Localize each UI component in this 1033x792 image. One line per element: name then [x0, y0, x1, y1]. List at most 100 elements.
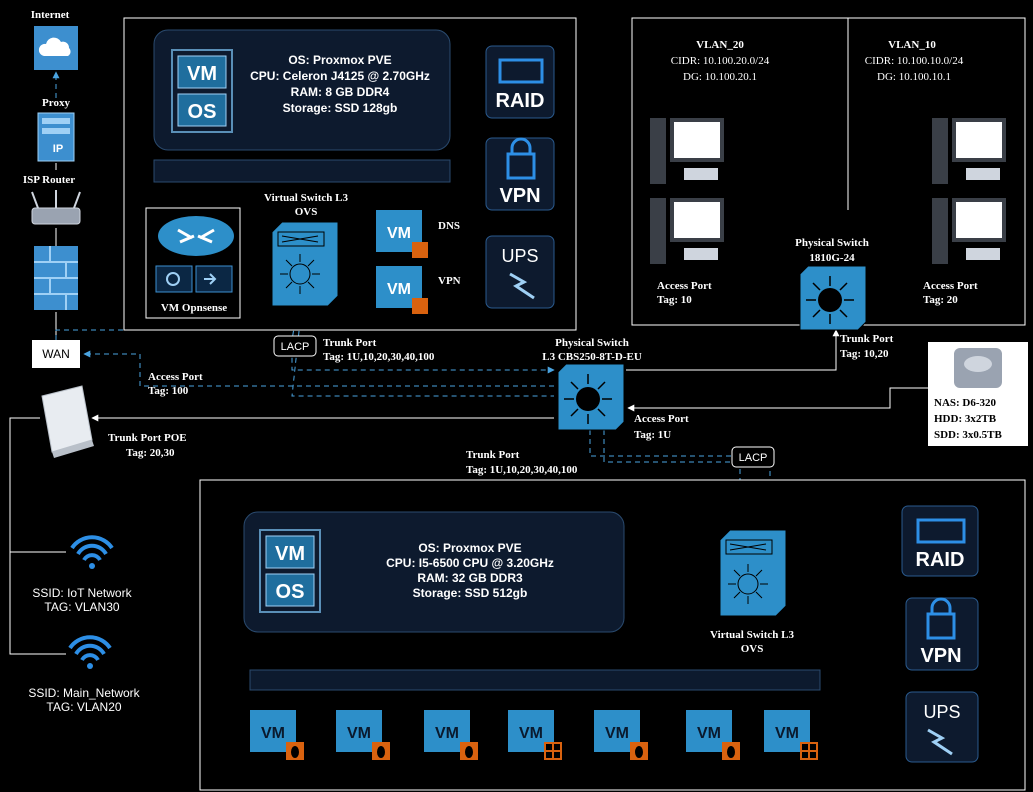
svg-text:OS: OS [188, 101, 217, 123]
svg-text:OS: OS [276, 581, 305, 603]
access100-title: Access Port [148, 371, 203, 383]
core-switch-title: Physical Switch [555, 337, 629, 349]
poe-tag: Tag: 20,30 [126, 447, 175, 459]
router-icon [31, 190, 81, 225]
host1-cpu: CPU: Celeron J4125 @ 2.70GHz [250, 69, 430, 83]
nas-hdd: HDD: 3x2TB [934, 413, 997, 425]
trunk2-tag: Tag: 1U,10,20,30,40,100 [466, 464, 578, 476]
nas-model: NAS: D6-320 [934, 397, 997, 409]
vlan20-dg: DG: 10.100.20.1 [683, 71, 757, 83]
trunk1-title: Trunk Port [323, 337, 377, 349]
vm-icon: VM [764, 710, 818, 760]
dns-label: DNS [438, 220, 460, 232]
proxy-server-icon: IP [37, 112, 75, 162]
host1-storage: Storage: SSD 128gb [283, 101, 398, 115]
svg-text:LACP: LACP [281, 341, 310, 353]
vlan20-port-tag: Tag: 10 [657, 294, 692, 306]
proxy-label: Proxy [42, 97, 70, 109]
vswitch1-title: Virtual Switch L3 [264, 192, 348, 204]
wifi-icon [70, 535, 114, 569]
core-switch-model: L3 CBS250-8T-D-EU [542, 351, 642, 363]
svg-text:VM: VM [275, 543, 305, 565]
hard-drive-icon [954, 348, 1002, 388]
host2-cpu: CPU: I5-6500 CPU @ 3.20GHz [386, 556, 554, 570]
svg-text:RAID: RAID [916, 549, 965, 571]
vpn-label: VPN [438, 275, 461, 287]
access1u-tag: Tag: 1U [634, 429, 671, 441]
vm-label: VM [605, 725, 629, 742]
isp-router-label: ISP Router [23, 174, 75, 186]
wifi-icon [68, 635, 112, 669]
vlan10-name: VLAN_10 [888, 39, 936, 51]
host2-storage: Storage: SSD 512gb [413, 586, 528, 600]
l3-switch-icon [799, 265, 867, 331]
vm-row: VM VM VM VM VM VM VM [250, 710, 818, 760]
l3-switch-icon [557, 363, 625, 431]
trunk2-title: Trunk Port [466, 449, 520, 461]
vm-label: VM [435, 725, 459, 742]
vm-icon: VM [594, 710, 648, 760]
host2-vm-os-icon: VM OS [259, 529, 321, 613]
access-switch-model: 1810G-24 [809, 252, 855, 264]
trunk1-tag: Tag: 1U,10,20,30,40,100 [323, 351, 435, 363]
host1-vm-os-icon: VM OS [171, 49, 233, 133]
vswitch2-title: Virtual Switch L3 [710, 629, 794, 641]
router-icon [158, 216, 234, 256]
svg-text:VM: VM [387, 225, 411, 242]
vm-label: VM [261, 725, 285, 742]
nas-sdd: SDD: 3x0.5TB [934, 429, 1003, 441]
vlan20-name: VLAN_20 [696, 39, 744, 51]
vm-label: VM [697, 725, 721, 742]
desktop-pc-icon [932, 198, 1006, 264]
vswitch2-sub: OVS [741, 643, 764, 655]
vm-label: VM [519, 725, 543, 742]
vlan10-cidr: CIDR: 10.100.10.0/24 [865, 55, 964, 67]
svg-text:VM: VM [387, 281, 411, 298]
wifi-ssid: SSID: IoT Network [32, 586, 132, 600]
desktop-pc-icon [650, 118, 724, 184]
svg-text:VM: VM [187, 63, 217, 85]
wifi-tag: TAG: VLAN30 [44, 600, 119, 614]
vm-icon: VM [686, 710, 740, 760]
proxy-ip-text: IP [53, 143, 63, 155]
vpn-badge: VPN [905, 597, 979, 671]
raid-badge: RAID [485, 45, 555, 119]
vm-label: VM [775, 725, 799, 742]
vm-icon: VM [508, 710, 562, 760]
vm-icon: VM [250, 710, 304, 760]
vlan10-port-title: Access Port [923, 280, 978, 292]
dns-vm-icon: VM [376, 210, 428, 258]
wifi-tag: TAG: VLAN20 [46, 700, 121, 714]
cloud-icon [34, 26, 78, 70]
poe-title: Trunk Port POE [108, 432, 187, 444]
vlan10-port-tag: Tag: 20 [923, 294, 958, 306]
host1-ram: RAM: 8 GB DDR4 [291, 85, 390, 99]
wifi-ssid: SSID: Main_Network [28, 686, 140, 700]
lacp-badge: LACP [731, 446, 775, 468]
trunk3-title: Trunk Port [840, 333, 894, 345]
access1u-title: Access Port [634, 413, 689, 425]
svg-text:UPS: UPS [501, 246, 538, 266]
opnsense-label: VM Opnsense [161, 302, 227, 314]
vlan20-cidr: CIDR: 10.100.20.0/24 [671, 55, 770, 67]
vm-icon: VM [424, 710, 478, 760]
desktop-pc-icon [932, 118, 1006, 184]
access-switch-title: Physical Switch [795, 237, 869, 249]
access-point-icon [41, 385, 94, 458]
desktop-pc-icon [650, 198, 724, 264]
ups-badge: UPS [905, 691, 979, 763]
wan-label: WAN [42, 347, 70, 361]
trunk3-tag: Tag: 10,20 [840, 348, 889, 360]
vm-icon: VM [336, 710, 390, 760]
host2-bridge-bar [249, 669, 821, 691]
vpn-vm-icon: VM [376, 266, 428, 314]
virtual-switch-icon [719, 529, 787, 617]
vlan20-port-title: Access Port [657, 280, 712, 292]
svg-text:VPN: VPN [920, 645, 961, 667]
host1-bridge-bar [153, 159, 451, 183]
svg-text:VPN: VPN [499, 185, 540, 207]
vpn-badge: VPN [485, 137, 555, 211]
vm-label: VM [347, 725, 371, 742]
host2-spec-panel [243, 511, 625, 633]
